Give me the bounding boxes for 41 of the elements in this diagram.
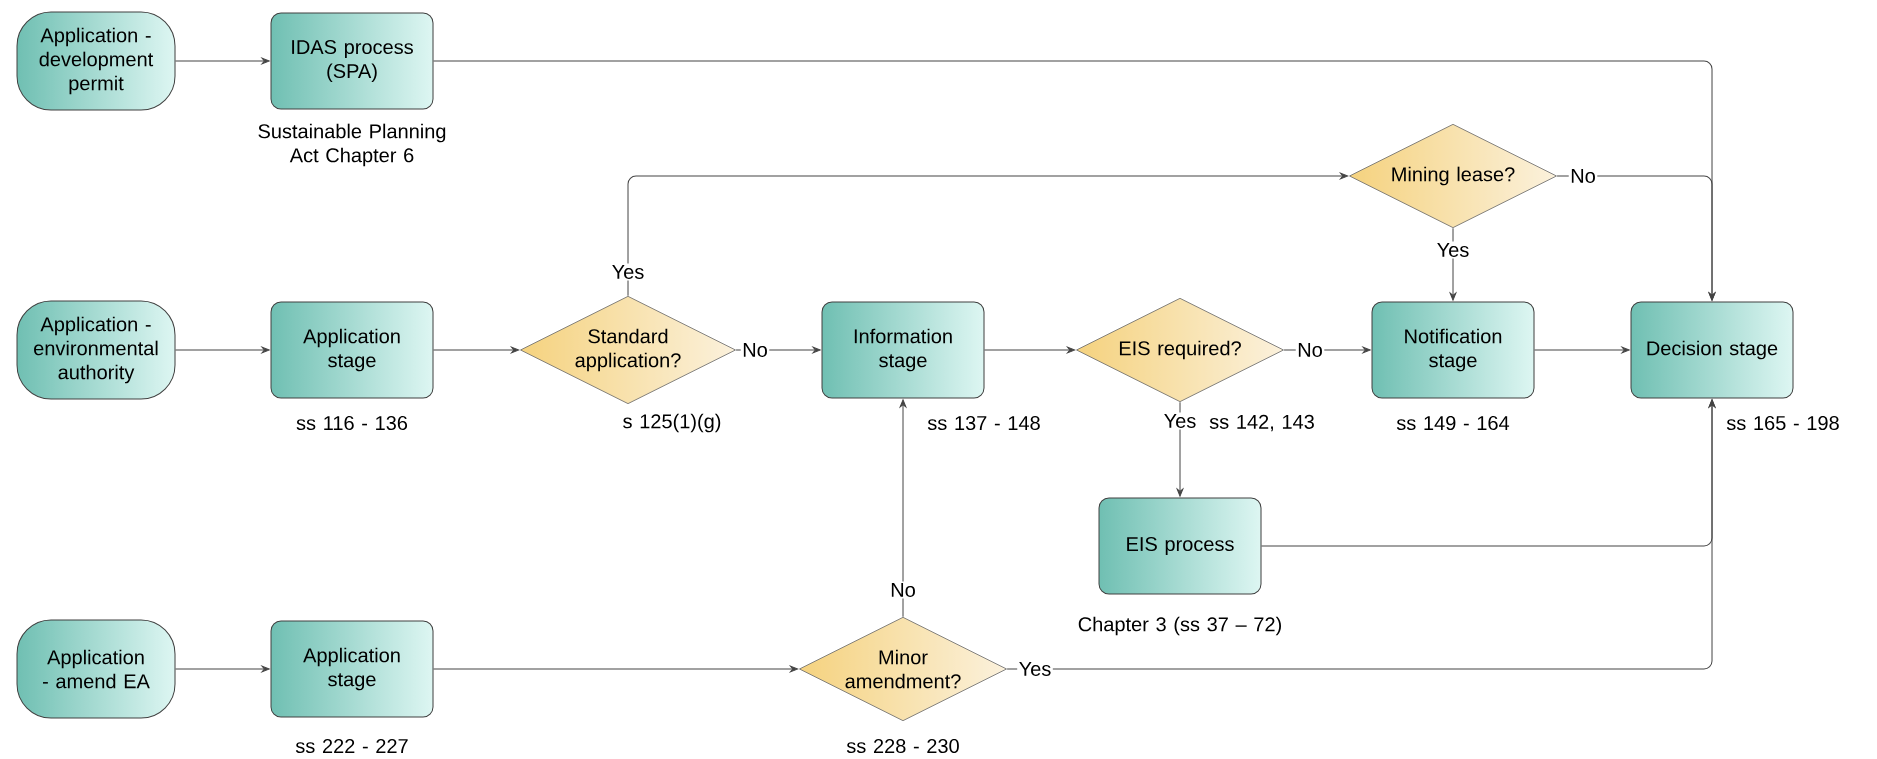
section-reference: ss 228 - 230 xyxy=(846,738,959,754)
section-reference: ss 222 - 227 xyxy=(295,738,408,754)
section-reference: Sustainable Planning Act Chapter 6 xyxy=(258,123,446,167)
arrow xyxy=(175,57,270,65)
edge-label: No xyxy=(740,341,770,359)
section-reference: ss 149 - 164 xyxy=(1396,415,1510,431)
arrow xyxy=(433,665,799,673)
section-reference: ss 137 - 148 xyxy=(927,415,1040,431)
process-box: Notification stage xyxy=(1371,301,1535,399)
arrow xyxy=(1534,346,1630,354)
process-box: Decision stage xyxy=(1630,301,1794,399)
edge-label: Yes xyxy=(1162,412,1198,430)
start-terminal: Application - development permit xyxy=(16,11,176,111)
process-box: Information stage xyxy=(821,301,985,399)
process-box: EIS process xyxy=(1098,497,1262,595)
process-box: IDAS process (SPA) xyxy=(270,12,434,110)
section-reference: s 125(1)(g) xyxy=(623,413,721,433)
arrow xyxy=(899,399,907,618)
process-box: Application stage xyxy=(270,620,434,718)
edge-label: No xyxy=(888,581,918,599)
process-box: Application stage xyxy=(270,301,434,399)
arrow xyxy=(1449,227,1457,301)
edge-label: Yes xyxy=(610,263,646,281)
arrow xyxy=(984,346,1076,354)
edge-label: No xyxy=(1295,341,1325,359)
section-reference: Chapter 3 (ss 37 – 72) xyxy=(1078,616,1281,636)
edge-label: No xyxy=(1568,167,1598,185)
arrow xyxy=(175,665,270,673)
start-terminal: Application - amend EA xyxy=(16,619,176,719)
start-terminal: Application - environmental authority xyxy=(16,300,176,400)
arrow xyxy=(433,346,520,354)
arrow xyxy=(627,172,1349,297)
edge-label: Yes xyxy=(1435,241,1471,259)
arrow xyxy=(1176,401,1184,497)
section-reference: ss 165 - 198 xyxy=(1726,415,1839,431)
edge-label: Yes xyxy=(1017,660,1053,678)
section-reference: ss 142, 143 xyxy=(1209,414,1314,432)
arrow xyxy=(175,346,270,354)
section-reference: ss 116 - 136 xyxy=(296,415,408,431)
arrow xyxy=(1556,175,1716,301)
arrow xyxy=(1006,399,1716,670)
